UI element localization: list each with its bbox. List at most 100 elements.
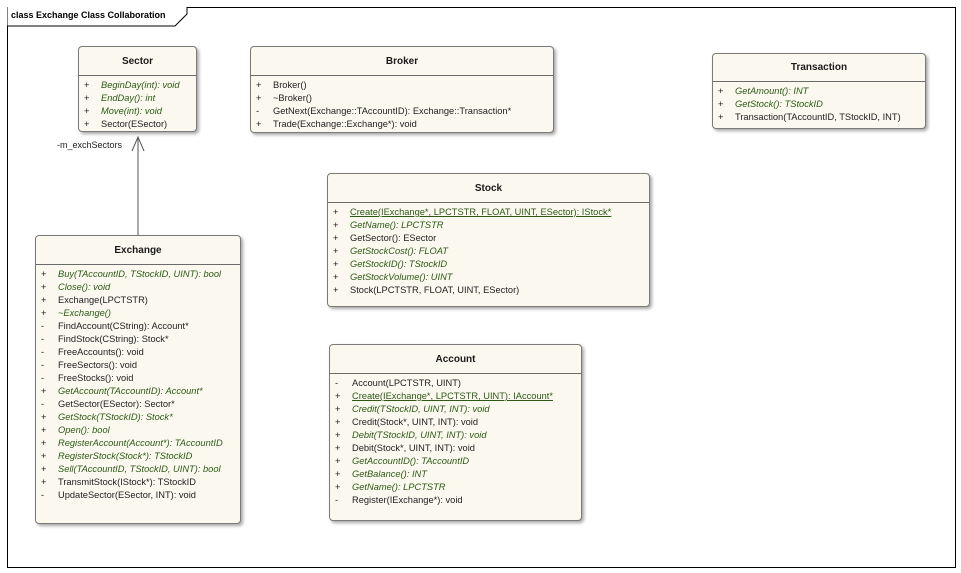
member-signature: RegisterAccount(Account*): TAccountID xyxy=(58,438,223,448)
class-member[interactable]: -FreeSectors(): void xyxy=(36,359,240,372)
member-signature: EndDay(): int xyxy=(101,93,156,103)
class-member[interactable]: -GetSector(ESector): Sector* xyxy=(36,398,240,411)
class-member[interactable]: +GetAmount(): INT xyxy=(713,85,925,98)
member-signature: Credit(TStockID, UINT, INT): void xyxy=(352,404,490,414)
class-member[interactable]: +Buy(TAccountID, TStockID, UINT): bool xyxy=(36,268,240,281)
class-member[interactable]: +Trade(Exchange::Exchange*): void xyxy=(251,118,553,131)
visibility-marker: - xyxy=(41,360,45,370)
member-signature: Credit(Stock*, UINT, INT): void xyxy=(352,417,479,427)
visibility-marker: + xyxy=(84,106,90,116)
class-member[interactable]: +Stock(LPCTSTR, FLOAT, UINT, ESector) xyxy=(328,284,649,297)
visibility-marker: + xyxy=(256,80,262,90)
class-member[interactable]: + Create(IExchange*, LPCTSTR, UINT): IAcc… xyxy=(330,390,581,403)
member-signature: RegisterStock(Stock*): TStockID xyxy=(58,451,193,461)
class-member[interactable]: +GetStockCost(): FLOAT xyxy=(328,245,649,258)
class-member[interactable]: +GetStockID(): TStockID xyxy=(328,258,649,271)
visibility-marker: + xyxy=(41,451,47,461)
class-exchange[interactable]: Exchange +Buy(TAccountID, TStockID, UINT… xyxy=(35,235,241,524)
class-member[interactable]: +GetAccount(TAccountID): Account* xyxy=(36,385,240,398)
class-member[interactable]: +GetName(): LPCTSTR xyxy=(328,219,649,232)
class-name: Account xyxy=(330,345,581,374)
visibility-marker: + xyxy=(335,391,341,401)
class-member[interactable]: -GetNext(Exchange::TAccountID): Exchange… xyxy=(251,105,553,118)
class-stock[interactable]: Stock +Create(IExchange*, LPCTSTR, FLOAT… xyxy=(327,173,650,307)
member-signature: GetStockCost(): FLOAT xyxy=(350,246,448,256)
class-member[interactable]: +GetAccountID(): TAccountID xyxy=(330,455,581,468)
member-list: -Account(LPCTSTR, UINT)+Create(IExchange… xyxy=(330,374,581,507)
visibility-marker: - xyxy=(41,399,45,409)
class-member[interactable]: +Debit(TStockID, UINT, INT): void xyxy=(330,429,581,442)
class-member[interactable]: +Exchange(LPCTSTR) xyxy=(36,294,240,307)
class-member[interactable]: +Close(): void xyxy=(36,281,240,294)
class-member[interactable]: -UpdateSector(ESector, INT): void xyxy=(36,489,240,502)
class-member[interactable]: -Register(IExchange*): void xyxy=(330,494,581,507)
visibility-marker: - xyxy=(41,321,45,331)
visibility-marker: - xyxy=(335,378,339,388)
class-member[interactable]: +~Broker() xyxy=(251,92,553,105)
visibility-marker: + xyxy=(256,93,262,103)
class-member[interactable]: -FreeStocks(): void xyxy=(36,372,240,385)
class-member[interactable]: +Sector(ESector) xyxy=(79,118,196,131)
member-signature: GetName(): LPCTSTR xyxy=(352,482,446,492)
member-signature: BeginDay(int): void xyxy=(101,80,180,90)
visibility-marker: - xyxy=(256,106,260,116)
member-signature: Stock(LPCTSTR, FLOAT, UINT, ESector) xyxy=(350,285,520,295)
class-name: Sector xyxy=(79,47,196,76)
class-member[interactable]: +Debit(Stock*, UINT, INT): void xyxy=(330,442,581,455)
member-signature: Register(IExchange*): void xyxy=(352,495,463,505)
class-member[interactable]: +GetStock(TStockID): Stock* xyxy=(36,411,240,424)
class-member[interactable]: + RegisterStock(Stock*): TStockID xyxy=(36,450,240,463)
member-signature: FindAccount(CString): Account* xyxy=(58,321,189,331)
class-member[interactable]: +GetName(): LPCTSTR xyxy=(330,481,581,494)
class-member[interactable]: + Broker() xyxy=(251,79,553,92)
class-transaction[interactable]: Transaction +GetAmount(): INT+GetStock()… xyxy=(712,53,926,129)
class-member[interactable]: -Account(LPCTSTR, UINT) xyxy=(330,377,581,390)
member-signature: GetAccount(TAccountID): Account* xyxy=(58,386,203,396)
class-name: Stock xyxy=(328,174,649,203)
member-signature: Broker() xyxy=(273,80,307,90)
class-member[interactable]: +TransmitStock(IStock*): TStockID xyxy=(36,476,240,489)
class-member[interactable]: + Credit(TStockID, UINT, INT): void xyxy=(330,403,581,416)
class-member[interactable]: +Create(IExchange*, LPCTSTR, FLOAT, UINT… xyxy=(328,206,649,219)
visibility-marker: + xyxy=(335,443,341,453)
class-member[interactable]: + Open(): bool xyxy=(36,424,240,437)
member-signature: Sector(ESector) xyxy=(101,119,168,129)
class-member[interactable]: +Sell(TAccountID, TStockID, UINT): bool xyxy=(36,463,240,476)
visibility-marker: + xyxy=(41,438,47,448)
class-member[interactable]: +GetStock(): TStockID xyxy=(713,98,925,111)
class-member[interactable]: - FindAccount(CString): Account* xyxy=(36,320,240,333)
class-account[interactable]: Account -Account(LPCTSTR, UINT)+Create(I… xyxy=(329,344,582,521)
visibility-marker: + xyxy=(718,99,724,109)
visibility-marker: + xyxy=(41,425,47,435)
member-signature: Create(IExchange*, LPCTSTR, UINT): IAcco… xyxy=(352,391,553,401)
visibility-marker: - xyxy=(41,490,45,500)
class-member[interactable]: -FreeAccounts(): void xyxy=(36,346,240,359)
class-member[interactable]: -FindStock(CString): Stock* xyxy=(36,333,240,346)
class-sector[interactable]: Sector +BeginDay(int): void+EndDay(): in… xyxy=(78,46,197,132)
member-signature: Trade(Exchange::Exchange*): void xyxy=(273,119,417,129)
member-signature: Open(): bool xyxy=(58,425,110,435)
class-broker[interactable]: Broker + Broker() +~Broker()-GetNext(Excha… xyxy=(250,46,554,133)
diagram-frame xyxy=(7,7,956,568)
visibility-marker: + xyxy=(41,464,47,474)
class-member[interactable]: +BeginDay(int): void xyxy=(79,79,196,92)
class-name: Broker xyxy=(251,47,553,76)
class-member[interactable]: + Credit(Stock*, UINT, INT): void xyxy=(330,416,581,429)
class-member[interactable]: + EndDay(): int xyxy=(79,92,196,105)
class-member[interactable]: +GetBalance(): INT xyxy=(330,468,581,481)
visibility-marker: + xyxy=(84,93,90,103)
visibility-marker: + xyxy=(41,308,47,318)
visibility-marker: + xyxy=(335,417,341,427)
class-member[interactable]: +GetSector(): ESector xyxy=(328,232,649,245)
class-member[interactable]: +Transaction(TAccountID, TStockID, INT) xyxy=(713,111,925,124)
visibility-marker: + xyxy=(41,295,47,305)
association-role-label[interactable]: -m_exchSectors xyxy=(57,140,123,150)
class-member[interactable]: +GetStockVolume(): UINT xyxy=(328,271,649,284)
class-member[interactable]: +Move(int): void xyxy=(79,105,196,118)
visibility-marker: + xyxy=(335,456,341,466)
member-list: +BeginDay(int): void+EndDay(): int+Move(… xyxy=(79,76,196,131)
class-member[interactable]: +~Exchange() xyxy=(36,307,240,320)
class-member[interactable]: + RegisterAccount(Account*): TAccountID xyxy=(36,437,240,450)
visibility-marker: + xyxy=(335,404,341,414)
